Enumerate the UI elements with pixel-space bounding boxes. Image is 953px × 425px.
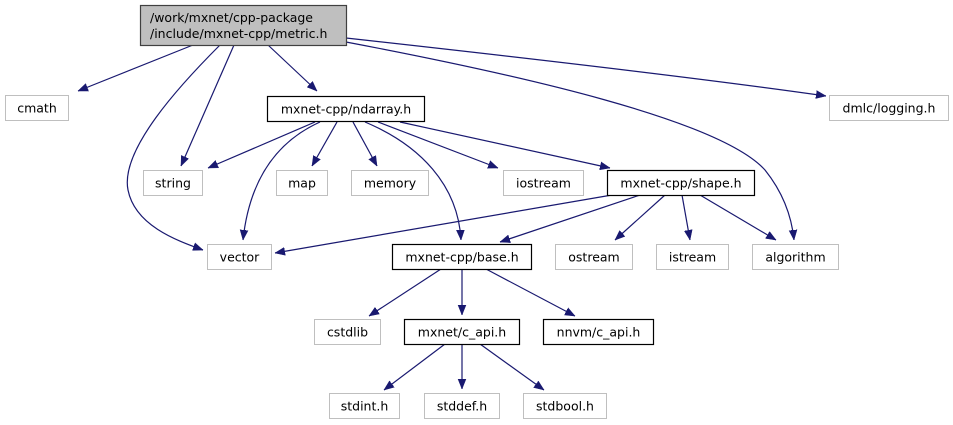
node-mxcapi[interactable]: mxnet/c_api.h: [403, 318, 521, 346]
node-stddef: stddef.h: [424, 393, 500, 419]
node-base[interactable]: mxnet-cpp/base.h: [391, 243, 533, 271]
edge-ndarray-to-string: [208, 121, 316, 169]
node-box: [403, 318, 521, 346]
node-label: mxnet/c_api.h: [418, 325, 506, 340]
node-string: string: [143, 170, 203, 196]
edge-shape-to-vector: [275, 194, 613, 253]
node-box: [391, 243, 533, 271]
node-label: stdbool.h: [536, 399, 594, 414]
node-label: cmath: [17, 101, 57, 116]
edge-root-to-vector: [126, 44, 221, 250]
node-label: /work/mxnet/cpp-package: [150, 10, 313, 25]
node-ndarray[interactable]: mxnet-cpp/ndarray.h: [266, 95, 426, 123]
edges-layer: [78, 37, 826, 391]
node-label: iostream: [516, 176, 571, 191]
node-box: [143, 170, 203, 196]
edge-ndarray-to-iostream: [377, 121, 498, 169]
node-shape[interactable]: mxnet-cpp/shape.h: [606, 169, 756, 197]
node-label: string: [155, 176, 191, 191]
edge-ndarray-to-memory: [352, 121, 378, 166]
node-cstdlib: cstdlib: [314, 319, 381, 345]
node-label: dmlc/logging.h: [843, 101, 936, 116]
edge-root-to-logging: [345, 37, 826, 96]
node-box: [424, 393, 500, 419]
node-logging: dmlc/logging.h: [829, 95, 949, 121]
node-box: [207, 244, 272, 270]
node-cmath: cmath: [5, 95, 69, 121]
node-label: nnvm/c_api.h: [557, 325, 641, 340]
node-box: [329, 393, 400, 419]
node-box: [314, 319, 381, 345]
node-istream: istream: [656, 244, 729, 270]
node-box: [523, 393, 607, 419]
edge-ndarray-to-vector: [243, 121, 321, 240]
node-label: mxnet-cpp/base.h: [405, 250, 518, 265]
edge-root-to-string: [180, 44, 235, 166]
node-ostream: ostream: [555, 244, 633, 270]
edge-root-to-ndarray: [267, 44, 317, 91]
edge-base-to-cstdlib: [369, 268, 442, 317]
node-label: istream: [669, 250, 716, 265]
node-root[interactable]: /work/mxnet/cpp-package/include/mxnet-cp…: [139, 4, 348, 47]
edge-mxcapi-to-stdbool: [479, 343, 544, 391]
node-box: [266, 95, 426, 123]
node-box: [351, 170, 429, 196]
node-box: [276, 170, 328, 196]
node-stdbool: stdbool.h: [523, 393, 607, 419]
node-box: [606, 169, 756, 197]
edge-ndarray-to-map: [311, 121, 338, 166]
node-box: [555, 244, 633, 270]
node-label: cstdlib: [327, 325, 368, 340]
node-map: map: [276, 170, 328, 196]
edge-shape-to-ostream: [615, 194, 666, 240]
edge-shape-to-base: [500, 194, 641, 242]
node-iostream: iostream: [503, 170, 584, 196]
node-nnvmcapi[interactable]: nnvm/c_api.h: [542, 318, 655, 346]
node-stdint: stdint.h: [329, 393, 400, 419]
node-label: mxnet-cpp/ndarray.h: [281, 102, 411, 117]
node-algorithm: algorithm: [752, 244, 839, 270]
node-box: [656, 244, 729, 270]
node-label: stdint.h: [341, 399, 389, 414]
edge-ndarray-to-shape: [399, 121, 610, 168]
node-label: /include/mxnet-cpp/metric.h: [150, 26, 327, 41]
node-box: [139, 4, 348, 47]
node-box: [5, 95, 69, 121]
edge-shape-to-algorithm: [699, 194, 776, 241]
node-label: vector: [220, 250, 261, 265]
nodes-layer: /work/mxnet/cpp-package/include/mxnet-cp…: [5, 4, 949, 419]
node-label: stddef.h: [437, 399, 487, 414]
edge-root-to-cmath: [78, 44, 194, 92]
node-vector: vector: [207, 244, 272, 270]
edge-mxcapi-to-stdint: [384, 343, 446, 391]
node-box: [752, 244, 839, 270]
edge-root-to-algorithm: [345, 41, 794, 240]
node-box: [829, 95, 949, 121]
node-label: memory: [364, 176, 417, 191]
edge-shape-to-istream: [681, 194, 690, 240]
node-box: [542, 318, 655, 346]
node-label: ostream: [568, 250, 619, 265]
node-box: [503, 170, 584, 196]
node-memory: memory: [351, 170, 429, 196]
node-label: mxnet-cpp/shape.h: [620, 176, 741, 191]
edge-base-to-nnvmcapi: [485, 268, 575, 317]
node-label: algorithm: [765, 250, 825, 265]
node-label: map: [288, 176, 316, 191]
